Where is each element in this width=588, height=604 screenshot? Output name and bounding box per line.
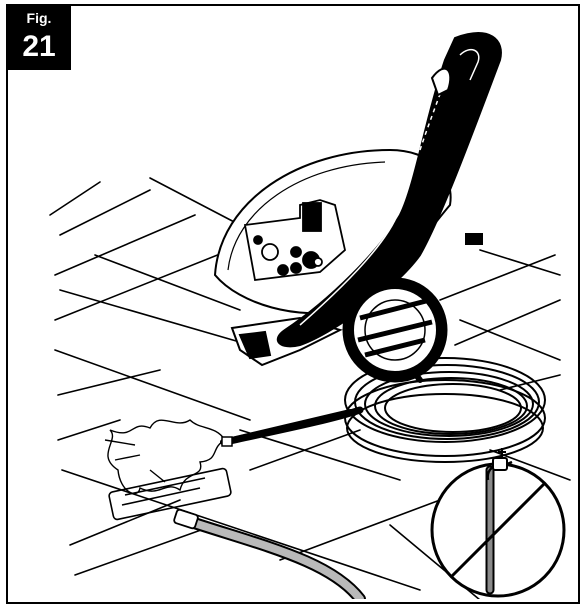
washer-wheel [343, 278, 447, 382]
garden-hose [173, 509, 360, 599]
spray-splash [105, 420, 225, 494]
